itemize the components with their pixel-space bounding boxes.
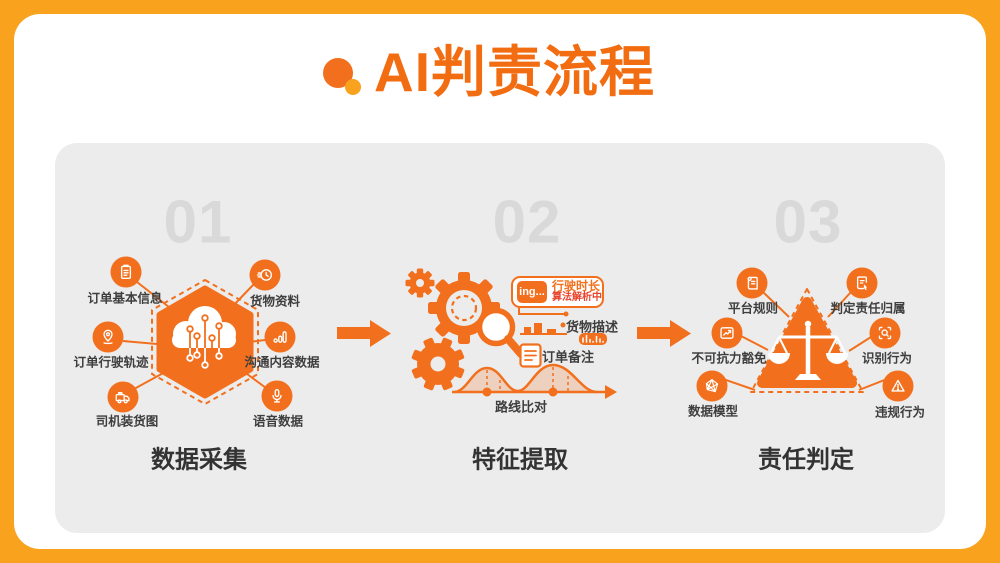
step-number-3: 03	[773, 188, 843, 256]
data-item-label: 货物资料	[249, 294, 301, 309]
order-note-icon	[519, 343, 542, 368]
page-title: AI判责流程	[374, 41, 656, 103]
data-item-label: 司机装货图	[95, 414, 159, 429]
step-number-1: 01	[163, 188, 233, 256]
location-pin-icon	[92, 321, 124, 353]
judge-item-label: 违规行为	[874, 405, 926, 420]
warning-icon	[882, 370, 914, 402]
cargo-description-label: 货物描述	[565, 319, 619, 335]
step-number-2: 02	[492, 188, 562, 256]
bar-chart-icon	[264, 321, 296, 353]
microphone-icon	[261, 380, 293, 412]
judge-item-label: 判定责任归属	[830, 301, 906, 316]
data-item-label: 沟通内容数据	[244, 355, 320, 370]
processing-tag: ing...	[517, 281, 547, 303]
judge-item-label: 不可抗力豁免	[691, 351, 767, 366]
scan-icon	[869, 317, 901, 349]
accent-dot-small-icon	[345, 79, 361, 95]
waveform-icon	[579, 333, 607, 345]
route-compare-label: 路线比对	[494, 399, 548, 415]
judge-item-label: 识别行为	[861, 351, 913, 366]
step-title-2: 特征提取	[472, 446, 568, 474]
data-item-label: 订单行驶轨迹	[73, 355, 149, 370]
verdict-doc-icon	[846, 267, 878, 299]
data-item-label: 订单基本信息	[87, 291, 163, 306]
processing-callout: ing... 行驶时长 算法解析中	[511, 276, 604, 308]
truck-icon	[107, 381, 139, 413]
order-note-label: 订单备注	[541, 349, 595, 365]
step-title-3: 责任判定	[758, 446, 854, 474]
step-title-1: 数据采集	[151, 446, 247, 474]
scroll-icon	[736, 267, 768, 299]
driving-time-label: 行驶时长	[552, 279, 601, 294]
judge-item-label: 平台规则	[727, 301, 779, 316]
parsing-status-label: 算法解析中	[552, 292, 602, 304]
data-model-icon	[696, 370, 728, 402]
line-chart-icon	[711, 317, 743, 349]
clock-icon	[249, 259, 281, 291]
data-item-label: 语音数据	[252, 414, 304, 429]
judge-item-label: 数据模型	[687, 404, 739, 419]
clipboard-icon	[110, 256, 142, 288]
